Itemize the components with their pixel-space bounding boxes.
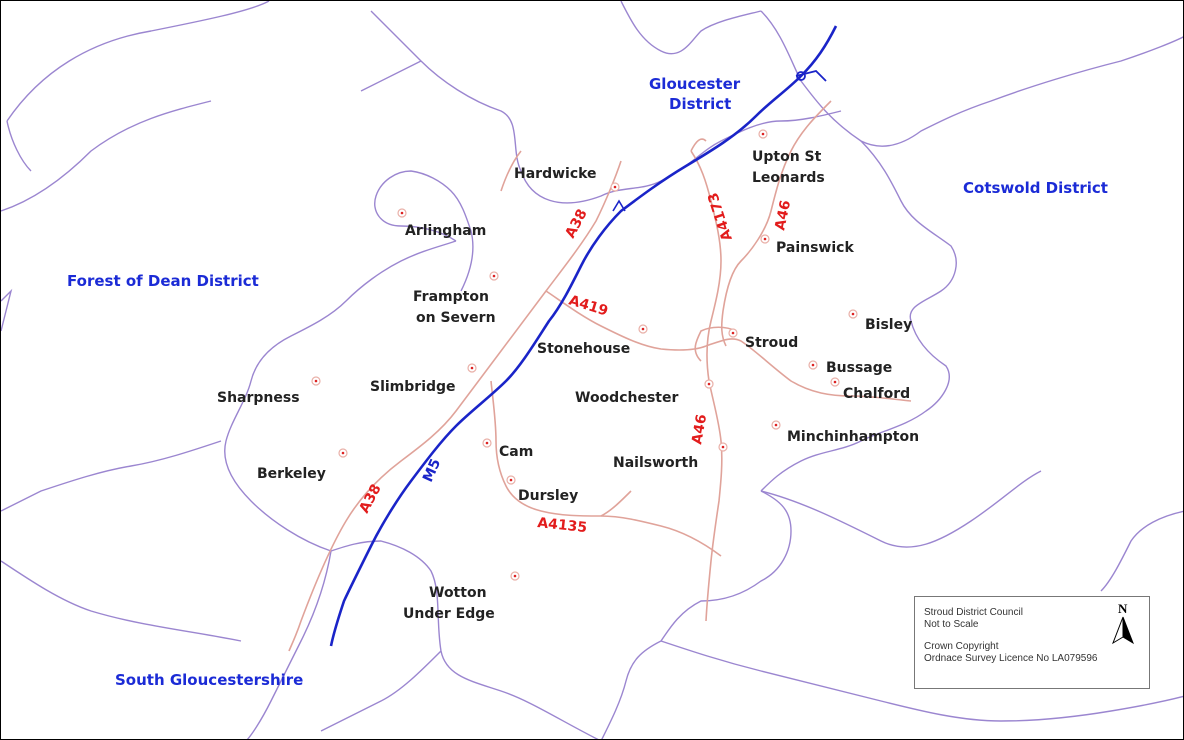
- town-label-wotton-2: Under Edge: [403, 606, 495, 622]
- marker-bussage: [808, 360, 818, 370]
- district-label-gloucester-1: Gloucester: [649, 75, 741, 93]
- town-label-bisley: Bisley: [865, 317, 912, 333]
- north-arrow-graphic: [1112, 616, 1134, 645]
- town-label-stroud: Stroud: [745, 335, 798, 351]
- road-label-m5: M5: [420, 456, 444, 484]
- district-label-gloucester-2: District: [669, 95, 731, 113]
- town-label-arlingham: Arlingham: [405, 223, 486, 239]
- town-label-woodchester: Woodchester: [575, 390, 678, 406]
- legend-line-scale: Not to Scale: [924, 619, 979, 630]
- marker-hardwicke: [610, 182, 620, 192]
- legend-line-copyright: Crown Copyright: [924, 641, 999, 652]
- road-label-a4135: A4135: [537, 515, 588, 536]
- town-label-nailsworth: Nailsworth: [613, 455, 698, 471]
- marker-berkeley: [338, 448, 348, 458]
- town-label-upton-2: Leonards: [752, 170, 825, 186]
- town-label-bussage: Bussage: [826, 360, 892, 376]
- district-label-forest-of-dean: Forest of Dean District: [67, 272, 259, 290]
- town-label-chalford: Chalford: [843, 386, 910, 402]
- town-label-minchinhampton: Minchinhampton: [787, 429, 919, 445]
- marker-stroud: [728, 328, 738, 338]
- road-label-a4173: A4173: [705, 190, 736, 242]
- town-label-sharpness: Sharpness: [217, 390, 300, 406]
- town-label-berkeley: Berkeley: [257, 466, 326, 482]
- road-label-a46-south: A46: [689, 413, 710, 446]
- north-label: N: [1118, 601, 1128, 616]
- town-label-frampton-1: Frampton: [413, 289, 489, 305]
- marker-nailsworth: [718, 442, 728, 452]
- legend-line-council: Stroud District Council: [924, 607, 1023, 618]
- town-label-slimbridge: Slimbridge: [370, 379, 456, 395]
- road-label-a46-north: A46: [772, 199, 794, 232]
- marker-bisley: [848, 309, 858, 319]
- marker-woodchester: [704, 379, 714, 389]
- marker-slimbridge: [467, 363, 477, 373]
- legend-line-licence: Ordnace Survey Licence No LA079596: [924, 653, 1098, 664]
- town-label-upton-1: Upton St: [752, 149, 822, 165]
- town-label-hardwicke: Hardwicke: [514, 166, 597, 182]
- town-label-wotton-1: Wotton: [429, 585, 487, 601]
- motorway-m5: [329, 25, 838, 647]
- marker-frampton: [489, 271, 499, 281]
- marker-arlingham: [397, 208, 407, 218]
- marker-dursley: [506, 475, 516, 485]
- marker-sharpness: [311, 376, 321, 386]
- town-markers: [311, 129, 858, 581]
- town-label-cam: Cam: [499, 444, 533, 460]
- marker-painswick: [760, 234, 770, 244]
- marker-wotton: [510, 571, 520, 581]
- road-label-a38-south: A38: [356, 482, 384, 516]
- marker-upton: [758, 129, 768, 139]
- marker-minchinhampton: [771, 420, 781, 430]
- marker-stonehouse: [638, 324, 648, 334]
- town-label-stonehouse: Stonehouse: [537, 341, 630, 357]
- district-label-south-glos: South Gloucestershire: [115, 671, 303, 689]
- town-label-frampton-2: on Severn: [416, 310, 496, 326]
- town-label-painswick: Painswick: [776, 240, 854, 256]
- north-arrow-icon: N: [1109, 601, 1141, 651]
- marker-cam: [482, 438, 492, 448]
- town-label-dursley: Dursley: [518, 488, 578, 504]
- map-legend: Stroud District Council Not to Scale Cro…: [914, 596, 1150, 689]
- district-label-cotswold: Cotswold District: [963, 179, 1108, 197]
- marker-chalford: [830, 377, 840, 387]
- road-label-a419: A419: [567, 293, 610, 320]
